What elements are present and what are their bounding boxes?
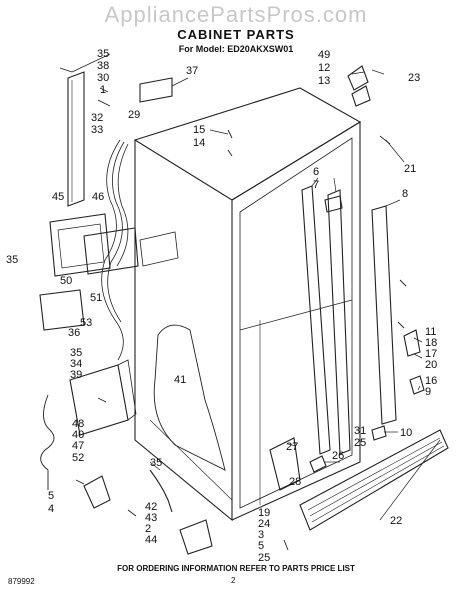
callout-25-b: 25 [258, 552, 270, 564]
callout-33: 33 [91, 124, 103, 136]
callout-15: 15 [193, 124, 205, 136]
callout-5-b: 5 [258, 540, 264, 552]
roller-assembly [179, 519, 213, 555]
callout-36: 36 [68, 327, 80, 339]
compressor-housing [69, 359, 137, 436]
callout-34: 34 [70, 358, 82, 370]
callout-14: 14 [193, 137, 205, 149]
callout-40: 40 [72, 429, 84, 441]
leader-lines [71, 53, 441, 521]
callout-31: 31 [354, 425, 366, 437]
callout-44: 44 [145, 534, 157, 546]
callout-23: 23 [408, 72, 420, 84]
callout-20: 20 [425, 359, 437, 371]
callout-3: 3 [258, 529, 264, 541]
callout-32: 32 [91, 112, 103, 124]
top-hinge [347, 65, 371, 107]
bottom-hinge [269, 437, 301, 491]
callout-19: 19 [258, 507, 270, 519]
callout-42: 42 [145, 501, 157, 513]
callout-21: 21 [404, 163, 416, 175]
callout-17: 17 [425, 348, 437, 360]
watermark: AppliancePartsPros.com [104, 2, 368, 27]
screws [59, 67, 407, 551]
callout-30: 30 [97, 72, 109, 84]
callout-35-c: 35 [70, 347, 82, 359]
callout-53: 53 [80, 317, 92, 329]
callout-39: 39 [70, 369, 82, 381]
side-cutout [153, 324, 226, 471]
document-code: 879992 [8, 577, 35, 586]
ordering-note: FOR ORDERING INFORMATION REFER TO PARTS … [117, 564, 355, 573]
callout-37: 37 [186, 65, 198, 77]
callout-45: 45 [52, 191, 64, 203]
small-plate [39, 289, 85, 331]
toe-grille [299, 429, 449, 531]
model-number: For Model: ED20AKXSW01 [178, 44, 294, 54]
callout-labels: 35 38 30 37 1 29 32 33 15 14 49 12 13 23… [6, 48, 437, 564]
callout-9: 9 [425, 386, 431, 398]
tube-bracket [149, 469, 173, 513]
callout-11: 11 [425, 326, 436, 338]
door-stop [409, 375, 425, 395]
hinge-bracket [403, 329, 421, 357]
cabinet-body [133, 87, 362, 522]
vertical-rails [301, 185, 397, 455]
callout-35-b: 35 [6, 254, 18, 266]
callout-28: 28 [289, 476, 301, 488]
diagram-title: CABINET PARTS [177, 27, 295, 42]
callout-35: 35 [97, 48, 109, 60]
side-strip [67, 71, 85, 207]
callout-12: 12 [318, 62, 330, 74]
small-clip [371, 425, 387, 441]
callout-35-d: 35 [150, 457, 162, 469]
callout-24: 24 [258, 518, 270, 530]
callout-7: 7 [313, 179, 319, 191]
callout-47: 47 [72, 440, 84, 452]
callout-13: 13 [318, 75, 330, 87]
callout-4: 4 [48, 503, 54, 515]
callout-1: 1 [100, 84, 106, 96]
callout-6: 6 [313, 166, 319, 178]
callout-48: 48 [72, 418, 84, 430]
callout-2: 2 [145, 523, 151, 535]
callout-16: 16 [425, 375, 437, 387]
wiring-harness [101, 139, 129, 361]
callout-49: 49 [318, 49, 330, 61]
callout-46: 46 [92, 191, 104, 203]
callout-25-a: 25 [354, 437, 366, 449]
callout-8: 8 [402, 188, 408, 200]
callout-51: 51 [90, 292, 102, 304]
callout-5-a: 5 [48, 490, 54, 502]
callout-10: 10 [400, 427, 412, 439]
callout-18: 18 [425, 337, 437, 349]
callout-50: 50 [60, 275, 72, 287]
callout-41: 41 [174, 374, 186, 386]
bottom-bracket [309, 455, 327, 473]
top-bracket [139, 77, 173, 103]
callout-26: 26 [332, 450, 344, 462]
callout-22: 22 [390, 515, 402, 527]
callout-29: 29 [128, 109, 140, 121]
callout-38: 38 [97, 60, 109, 72]
callout-27: 27 [286, 441, 298, 453]
callout-43: 43 [145, 512, 157, 524]
power-cord [40, 394, 55, 490]
control-panel [49, 213, 179, 277]
leveler-bracket [83, 475, 111, 509]
page-number: 2 [231, 576, 236, 585]
callout-52: 52 [72, 452, 84, 464]
